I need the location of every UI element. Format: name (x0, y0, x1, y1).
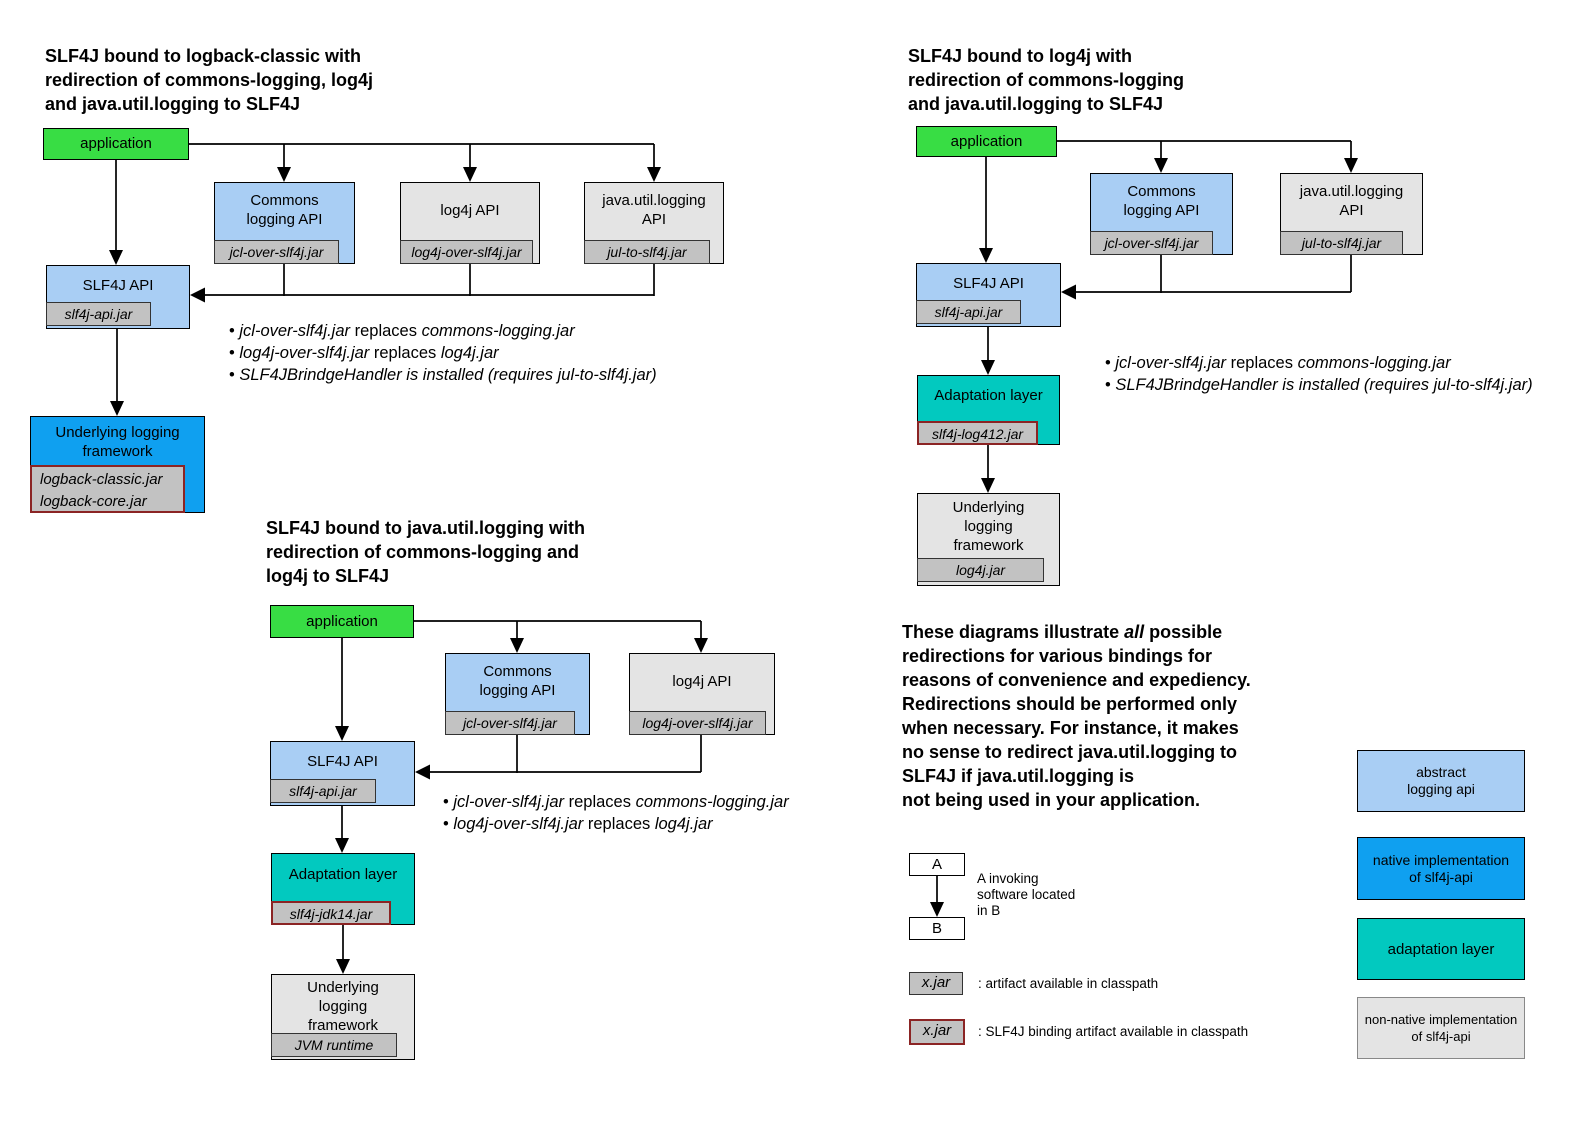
d3-slf4j-api-label: SLF4J API (307, 753, 378, 770)
d2-adaptation-layer-label: Adaptation layer (934, 387, 1043, 404)
legend-a-box: A (909, 853, 965, 876)
d3-commons-logging-api-box: Commons logging API jcl-over-slf4j.jar (445, 653, 590, 735)
d2-slf4j-api-jar-label: slf4j-api.jar (916, 300, 1021, 324)
d3-connector-lines (341, 620, 702, 961)
d1-notes: • jcl-over-slf4j.jar replaces commons-lo… (229, 322, 657, 384)
d1-log4j-over-slf4j-jar-label: log4j-over-slf4j.jar (400, 240, 533, 264)
d3-underlying-framework-label: Underlying logging framework (307, 979, 379, 1034)
d2-application-label: application (950, 133, 1023, 150)
legend-ab-text: A invoking software located in B (977, 871, 1076, 918)
d3-slf4j-jdk14-jar-label: slf4j-jdk14.jar (271, 901, 391, 925)
d3-adaptation-layer-label: Adaptation layer (288, 866, 398, 883)
legend-artifact-jar-box: x.jar (909, 972, 963, 995)
legend-swatch-native-impl: native implementation of slf4j-api (1357, 837, 1525, 900)
d3-notes: • jcl-over-slf4j.jar replaces commons-lo… (443, 793, 789, 833)
d1-slf4j-api-jar-label: slf4j-api.jar (46, 302, 151, 326)
legend-a-label: A (931, 856, 942, 873)
legend-swatch-native-impl-label: native implementation of slf4j-api (1372, 851, 1510, 885)
d3-underlying-framework-box: Underlying logging framework JVM runtime (271, 974, 415, 1060)
d3-log4j-over-slf4j-jar-label: log4j-over-slf4j.jar (629, 711, 766, 735)
legend-b-label: B (931, 920, 942, 937)
d1-log4j-api-label: log4j API (440, 202, 500, 219)
legend-binding-text: : SLF4J binding artifact available in cl… (978, 1024, 1249, 1039)
d2-jcl-over-slf4j-jar-label: jcl-over-slf4j.jar (1090, 231, 1213, 255)
legend-swatch-non-native-impl: non-native implementation of slf4j-api (1357, 997, 1525, 1059)
d1-log4j-api-box: log4j API log4j-over-slf4j.jar (400, 182, 540, 264)
diagram1-title: SLF4J bound to logback-classic with redi… (45, 46, 374, 114)
d2-underlying-framework-label: Underlying logging framework (952, 499, 1025, 554)
legend-ab-arrowhead (930, 902, 944, 917)
d3-log4j-api-box: log4j API log4j-over-slf4j.jar (629, 653, 775, 735)
legend-b-box: B (909, 917, 965, 940)
diagram3-title: SLF4J bound to java.util.logging with re… (266, 518, 585, 586)
d3-jvm-runtime-jar-label: JVM runtime (271, 1033, 397, 1057)
d1-jul-api-label: java.util.logging API (602, 192, 706, 228)
d1-commons-logging-api-box: Commons logging API jcl-over-slf4j.jar (214, 182, 355, 264)
d3-slf4j-api-jar-label: slf4j-api.jar (270, 779, 376, 803)
d1-jcl-over-slf4j-jar-label: jcl-over-slf4j.jar (214, 240, 339, 264)
d1-application-label: application (80, 135, 152, 152)
d2-log4j-jar-label: log4j.jar (917, 558, 1044, 582)
d3-jcl-over-slf4j-jar-label: jcl-over-slf4j.jar (445, 711, 575, 735)
d2-adaptation-layer-box: Adaptation layer slf4j-log412.jar (917, 375, 1060, 445)
d2-underlying-framework-box: Underlying logging framework log4j.jar (917, 493, 1060, 586)
d2-notes: • jcl-over-slf4j.jar replaces commons-lo… (1105, 354, 1533, 394)
d3-slf4j-api-box: SLF4J API slf4j-api.jar (270, 741, 415, 806)
legend-swatch-adaptation-label: adaptation layer (1387, 940, 1495, 958)
legend-swatch-adaptation: adaptation layer (1357, 918, 1525, 980)
d2-jul-api-label: java.util.logging API (1299, 183, 1404, 219)
d1-jul-api-box: java.util.logging API jul-to-slf4j.jar (584, 182, 724, 264)
d2-commons-logging-api-box: Commons logging API jcl-over-slf4j.jar (1090, 173, 1233, 255)
legend-swatch-abstract-api: abstract logging api (1357, 750, 1525, 812)
d2-jul-to-slf4j-jar-label: jul-to-slf4j.jar (1280, 231, 1403, 255)
legend-swatch-non-native-impl-label: non-native implementation of slf4j-api (1364, 1012, 1518, 1044)
legend-artifact-text: : artifact available in classpath (978, 976, 1159, 991)
d2-slf4j-api-box: SLF4J API slf4j-api.jar (916, 263, 1061, 327)
d1-connector-lines (115, 143, 655, 404)
d3-application-box: application (270, 605, 414, 638)
d3-application-label: application (306, 613, 378, 630)
d2-jul-api-box: java.util.logging API jul-to-slf4j.jar (1280, 173, 1423, 255)
d1-jul-to-slf4j-jar-label: jul-to-slf4j.jar (584, 240, 710, 264)
legend-binding-jar-box: x.jar (909, 1019, 965, 1045)
d3-commons-logging-api-label: Commons logging API (479, 663, 556, 699)
d2-commons-logging-api-label: Commons logging API (1123, 183, 1200, 219)
d1-underlying-framework-box: Underlying logging framework logback-cla… (30, 416, 205, 513)
d2-slf4j-api-label: SLF4J API (953, 275, 1024, 292)
d2-connector-lines (985, 140, 1352, 480)
legend-swatch-abstract-api-label: abstract logging api (1407, 764, 1475, 797)
d1-application-box: application (43, 128, 189, 160)
d1-slf4j-api-box: SLF4J API slf4j-api.jar (46, 265, 190, 329)
d2-application-box: application (916, 126, 1057, 157)
d3-log4j-api-label: log4j API (672, 673, 732, 690)
d1-slf4j-api-label: SLF4J API (82, 277, 154, 294)
d1-logback-jars-label: logback-classic.jar logback-core.jar (30, 465, 185, 513)
d3-adaptation-layer-box: Adaptation layer slf4j-jdk14.jar (271, 853, 415, 925)
d1-underlying-framework-label: Underlying logging framework (55, 424, 180, 460)
d1-commons-logging-api-label: Commons logging API (246, 192, 323, 228)
diagram2-title: SLF4J bound to log4j with redirection of… (908, 46, 1185, 114)
d2-slf4j-log412-jar-label: slf4j-log412.jar (917, 421, 1038, 445)
